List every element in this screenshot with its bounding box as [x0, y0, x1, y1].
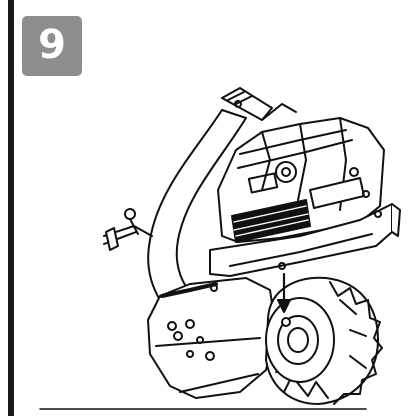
left-border-rule — [8, 0, 14, 416]
step-number-badge: 9 — [22, 16, 82, 76]
wheel — [265, 276, 383, 405]
step-number: 9 — [38, 22, 66, 68]
transmission-housing — [147, 277, 277, 399]
handle-tube — [147, 109, 247, 301]
handlebar-grip — [221, 87, 297, 121]
engine-frame — [209, 203, 401, 277]
axle-arrow — [277, 272, 291, 313]
side-lever — [103, 208, 153, 251]
engine-fins — [231, 199, 311, 243]
